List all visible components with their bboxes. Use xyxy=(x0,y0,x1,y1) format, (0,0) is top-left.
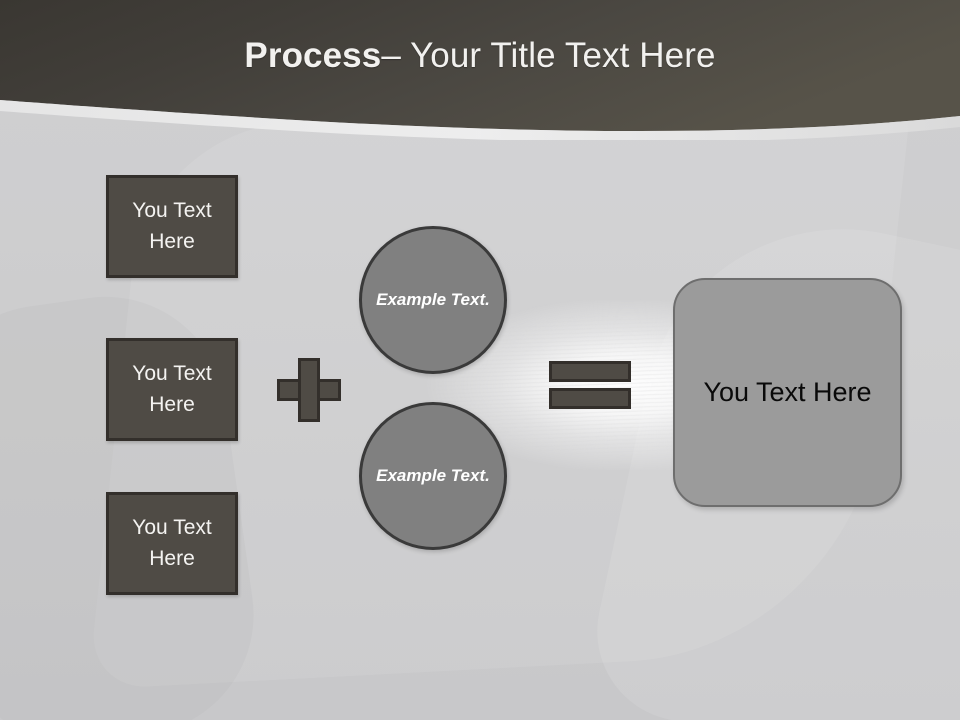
page-title-rest: – Your Title Text Here xyxy=(381,36,716,75)
input-box-1-label: You Text Here xyxy=(132,198,212,253)
equals-icon xyxy=(549,361,631,409)
example-circle-2[interactable]: Example Text. xyxy=(359,402,507,550)
input-box-2[interactable]: You Text Here xyxy=(106,338,238,441)
slide-header: Process – Your Title Text Here xyxy=(0,0,960,140)
plus-icon xyxy=(277,358,341,422)
input-box-2-label: You Text Here xyxy=(132,361,212,416)
result-box[interactable]: You Text Here xyxy=(673,278,902,507)
input-box-3-label: You Text Here xyxy=(132,515,212,570)
header-wave-shape xyxy=(0,0,960,140)
example-circle-2-label: Example Text. xyxy=(376,466,490,486)
example-circle-1[interactable]: Example Text. xyxy=(359,226,507,374)
input-box-1[interactable]: You Text Here xyxy=(106,175,238,278)
input-box-3[interactable]: You Text Here xyxy=(106,492,238,595)
plus-icon-center xyxy=(301,382,317,398)
equals-icon-bottom-bar xyxy=(549,388,631,409)
page-title-strong: Process xyxy=(244,36,382,75)
result-box-label: You Text Here xyxy=(703,377,872,407)
equals-icon-top-bar xyxy=(549,361,631,382)
example-circle-1-label: Example Text. xyxy=(376,290,490,310)
page-title: Process – Your Title Text Here xyxy=(0,0,960,112)
